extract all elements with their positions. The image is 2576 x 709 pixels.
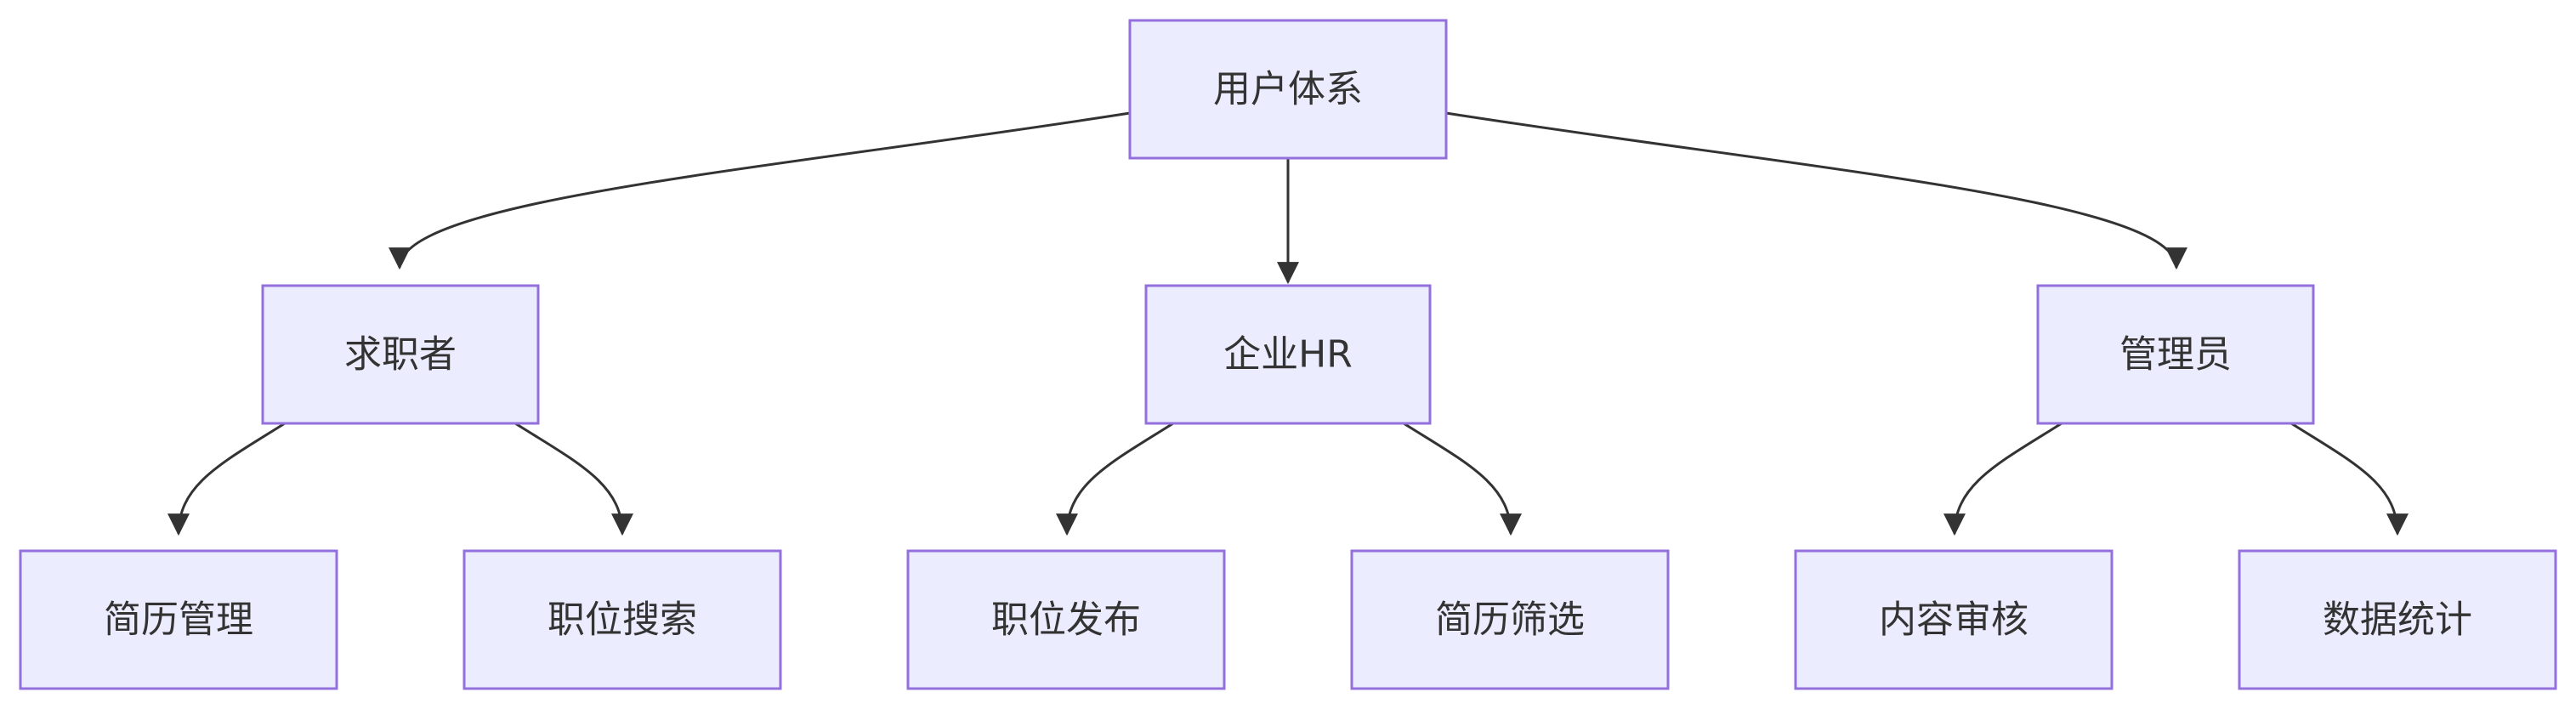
edge-hr-to-resume-screening xyxy=(1403,422,1522,536)
node-label: 数据统计 xyxy=(2323,598,2472,642)
edge-admin-to-data-statistics xyxy=(2290,422,2409,536)
edge-job-seeker-to-resume-management xyxy=(167,422,286,536)
node-job-search: 职位搜索 xyxy=(462,549,782,690)
node-content-review: 内容审核 xyxy=(1794,549,2114,690)
node-enterprise-hr: 企业HR xyxy=(1144,284,1432,425)
edge-admin-to-content-review xyxy=(1943,422,2063,536)
node-resume-management: 简历管理 xyxy=(19,549,338,690)
edge-root-to-job-seeker xyxy=(389,111,1131,270)
edge-root-to-admin xyxy=(1445,111,2187,270)
node-label: 职位发布 xyxy=(991,598,1141,642)
node-label: 求职者 xyxy=(344,333,457,377)
node-label: 企业HR xyxy=(1223,333,1353,377)
node-label: 简历管理 xyxy=(104,598,253,642)
node-label: 内容审核 xyxy=(1879,598,2028,642)
node-administrator: 管理员 xyxy=(2036,284,2315,425)
edge-hr-to-job-posting xyxy=(1056,422,1174,536)
node-label: 简历筛选 xyxy=(1435,598,1585,642)
node-job-seeker: 求职者 xyxy=(261,284,540,425)
node-label: 用户体系 xyxy=(1213,68,1363,111)
node-resume-screening: 简历筛选 xyxy=(1350,549,1670,690)
node-data-statistics: 数据统计 xyxy=(2238,549,2557,690)
node-job-posting: 职位发布 xyxy=(906,549,1226,690)
node-label: 管理员 xyxy=(2119,333,2232,377)
edge-job-seeker-to-job-search xyxy=(514,422,633,536)
node-label: 职位搜索 xyxy=(548,598,697,642)
node-user-system: 用户体系 xyxy=(1128,19,1448,160)
